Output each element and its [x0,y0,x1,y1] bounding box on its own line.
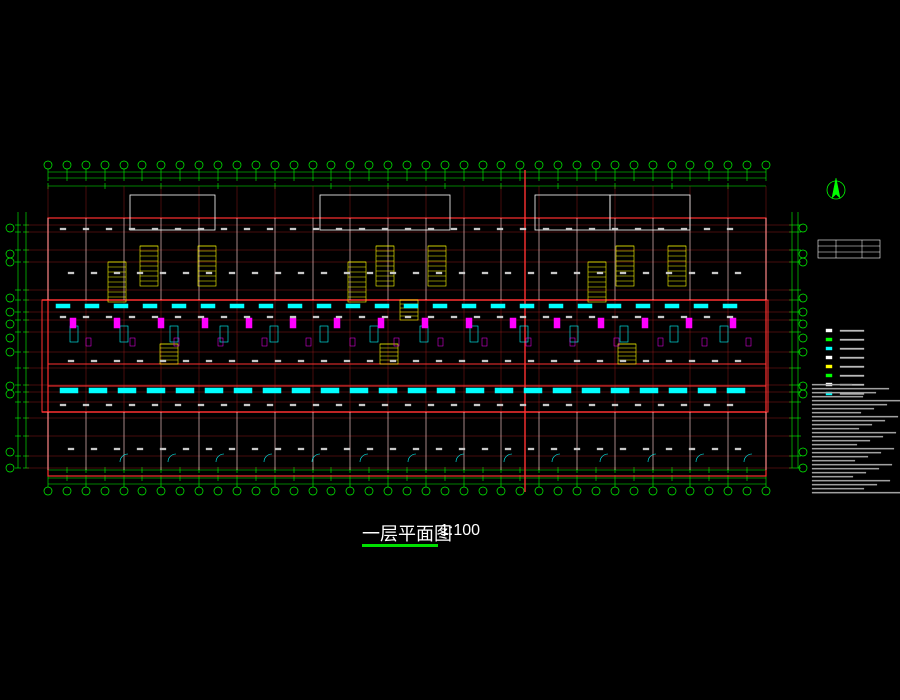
wall-layout [41,170,769,492]
drawing-scale: 1:100 [440,522,481,539]
axis-bubbles [5,160,808,496]
design-notes [811,383,900,494]
north-arrow-icon [826,177,846,200]
drawing-title-block: 一层平面图 1:100 [362,520,522,550]
room-details [55,227,753,463]
legend-panel [817,239,881,396]
drawing-title: 一层平面图 [362,524,452,545]
dimension-lines [15,169,801,487]
title-underline [362,544,438,547]
